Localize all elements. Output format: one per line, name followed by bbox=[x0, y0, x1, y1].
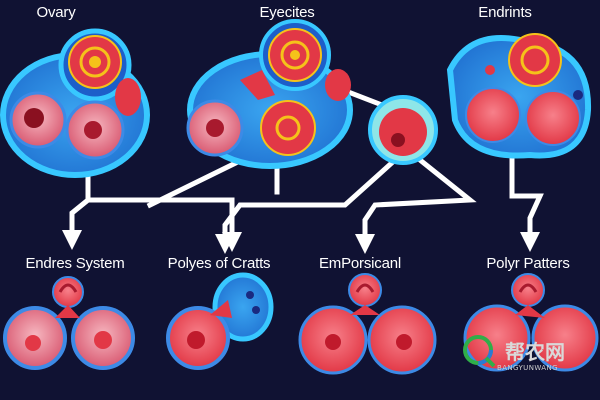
label-polyes-of-cratts: Polyes of Cratts bbox=[167, 255, 271, 272]
label-eyecites: Eyecites bbox=[259, 4, 315, 21]
label-endres-system: Endres System bbox=[25, 255, 125, 272]
connector-endrints-to-polyr bbox=[509, 142, 544, 252]
watermark-logo bbox=[463, 335, 496, 368]
connector-branch-to-polyes bbox=[147, 197, 242, 252]
connector-center-to-polyes bbox=[215, 156, 399, 254]
label-endrints: Endrints bbox=[478, 4, 532, 21]
connector-center-to-emporsicant bbox=[355, 156, 477, 254]
connector-ovary-to-endres bbox=[62, 157, 91, 250]
eyecites-cell-cluster bbox=[186, 19, 353, 169]
transitional-cell bbox=[368, 95, 438, 165]
label-ovary: Ovary bbox=[36, 4, 76, 21]
polyr-patters-cells bbox=[463, 273, 599, 372]
watermark-text: 帮农网 bbox=[505, 340, 565, 364]
endrints-cell-cluster bbox=[446, 33, 592, 159]
ovary-cell-cluster bbox=[0, 28, 150, 178]
polyes-of-cratts-cells bbox=[166, 272, 274, 370]
label-polyr-patters: Polyr Patters bbox=[486, 255, 570, 272]
endres-system-cells bbox=[3, 276, 135, 370]
label-emporsicant: EmPorsicanl bbox=[319, 255, 401, 272]
emporsicant-cells bbox=[298, 273, 437, 375]
watermark-subtext: BANGYUNWANG bbox=[497, 364, 558, 372]
